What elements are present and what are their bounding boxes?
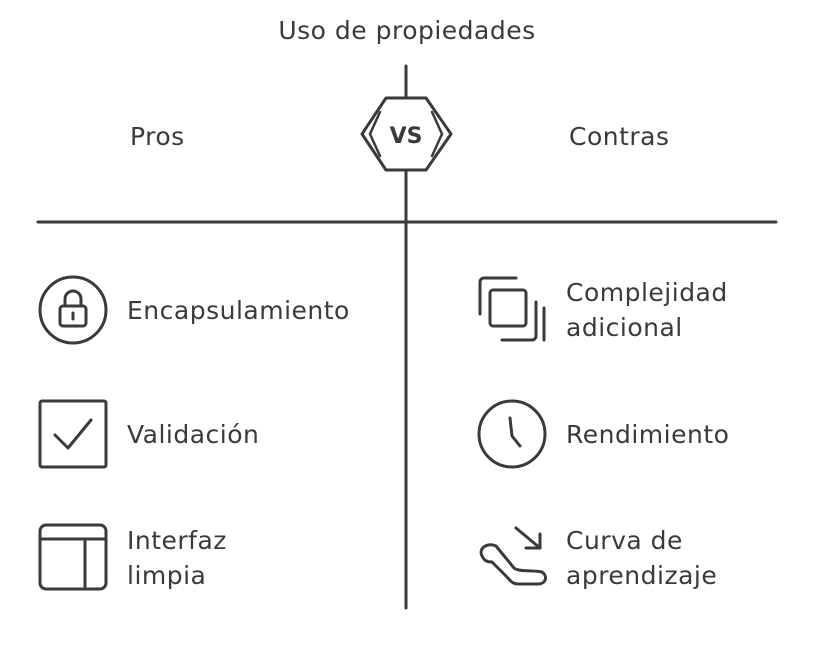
checkbox-icon — [37, 398, 109, 470]
pros-item-label: Interfaz limpia — [127, 526, 227, 590]
cons-heading: Contras — [569, 122, 670, 151]
lock-icon — [37, 274, 109, 346]
layers-icon — [476, 274, 548, 346]
cons-item-label: Curva de aprendizaje — [566, 526, 718, 590]
vs-badge: VS — [360, 96, 453, 172]
pros-item-clean-interface: Interfaz limpia — [37, 522, 227, 594]
cons-item-performance: Rendimiento — [476, 398, 729, 470]
pros-item-label: Validación — [127, 419, 260, 449]
clock-icon — [476, 398, 548, 470]
vs-label: VS — [390, 124, 423, 149]
layout-icon — [37, 522, 109, 594]
escalator-icon — [476, 522, 548, 594]
cons-item-label: Complejidad adicional — [566, 278, 728, 342]
cons-item-learning-curve: Curva de aprendizaje — [476, 522, 717, 594]
cons-item-complexity: Complejidad adicional — [476, 274, 728, 346]
cons-item-label: Rendimiento — [566, 419, 730, 449]
diagram-title: Uso de propiedades — [278, 16, 536, 45]
horizontal-divider — [36, 220, 778, 224]
pros-item-label: Encapsulamiento — [127, 295, 350, 325]
pros-item-validation: Validación — [37, 398, 259, 470]
pros-item-encapsulation: Encapsulamiento — [37, 274, 350, 346]
pros-heading: Pros — [130, 122, 185, 151]
